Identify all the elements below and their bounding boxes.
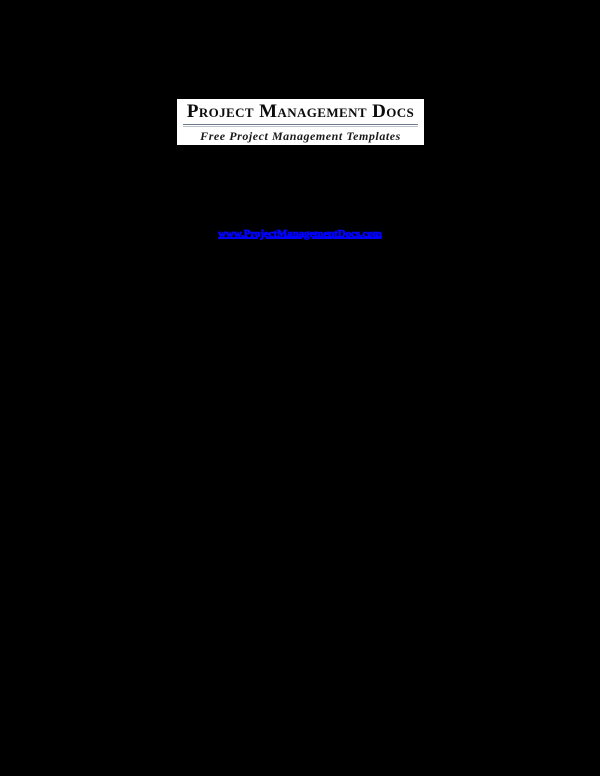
logo-tagline: Free Project Management Templates	[200, 129, 401, 143]
logo-divider-secondary	[183, 126, 418, 127]
logo-title: Project Management Docs	[186, 101, 415, 122]
site-link-row: www.ProjectManagementDocs.com	[0, 224, 600, 242]
site-url-link[interactable]: www.ProjectManagementDocs.com	[218, 228, 383, 241]
site-logo: Project Management Docs Free Project Man…	[177, 99, 424, 145]
logo-divider	[183, 124, 418, 125]
